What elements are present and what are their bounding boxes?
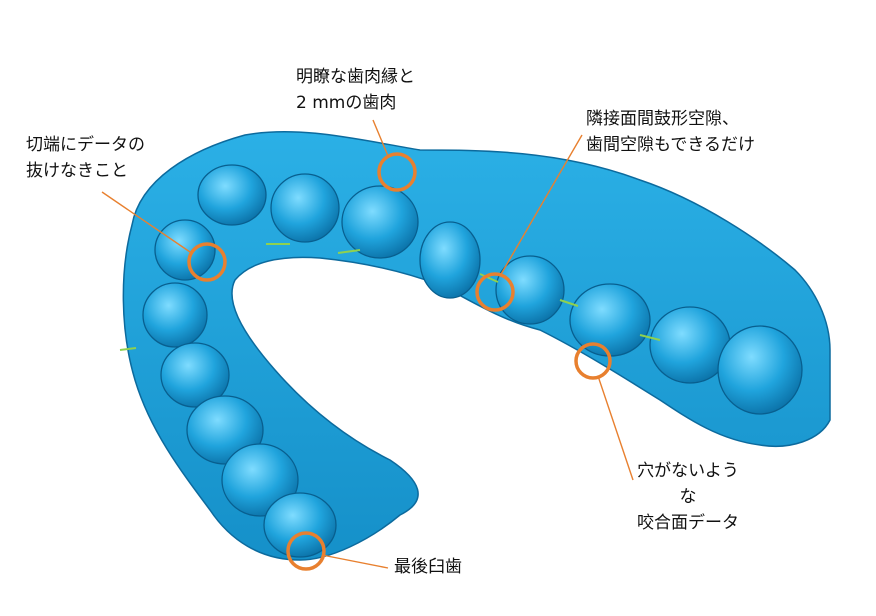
tooth xyxy=(197,164,267,226)
tooth xyxy=(154,219,216,281)
annotation-incisal-edge: 切端にデータの 抜けなきこと xyxy=(26,135,145,181)
teeth-group xyxy=(142,164,803,558)
tooth xyxy=(221,443,299,517)
leader-line-embrasure xyxy=(499,134,583,277)
tooth xyxy=(717,325,803,415)
annotation-embrasure: 隣接面間鼓形空隙、 歯間空隙もできるだけ xyxy=(586,109,755,155)
tooth xyxy=(263,492,337,558)
annotation-gingival-margin: 明瞭な歯肉縁と 2 mmの歯肉 xyxy=(296,67,415,113)
tooth xyxy=(495,255,565,325)
tooth xyxy=(160,342,230,408)
leader-line-molar xyxy=(321,554,389,569)
annotation-occlusal-surface: 穴がないよう な 咬合面データ xyxy=(637,461,739,533)
leader-lines xyxy=(101,119,634,569)
gum-highlights xyxy=(119,243,661,351)
marker-last-molar xyxy=(286,531,326,571)
marker-incisal-edge xyxy=(187,242,227,282)
marker-gingival-margin xyxy=(377,152,417,192)
leader-line-occlusal xyxy=(597,375,634,481)
tooth xyxy=(341,185,419,259)
annotation-last-molar: 最後臼歯 xyxy=(394,557,462,577)
leader-line-gingival xyxy=(372,119,389,157)
tooth xyxy=(569,283,651,357)
tooth xyxy=(142,282,208,348)
leader-line-incisal xyxy=(101,191,191,253)
tooth xyxy=(270,173,340,243)
marker-embrasure xyxy=(475,272,515,312)
tooth xyxy=(419,221,481,299)
marker-occlusal-surface xyxy=(574,342,612,380)
markers xyxy=(187,152,612,571)
